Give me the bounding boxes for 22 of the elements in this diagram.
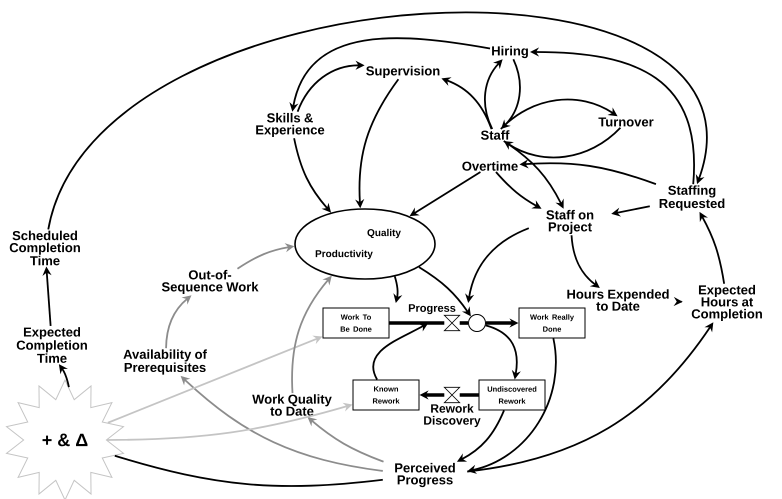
variable-label: Skills & Experience	[256, 112, 324, 138]
variable-label: Availability of Prerequisites	[123, 349, 207, 375]
flow-pipe	[460, 393, 478, 397]
variable-label: Staff on Project	[546, 210, 594, 234]
variable-label: Expected Hours at Completion	[692, 284, 762, 322]
link-line	[114, 454, 383, 487]
variable-label: Overtime	[462, 161, 518, 171]
variable-label: Expected Completion Time	[16, 327, 87, 363]
variable-label: Supervision	[366, 66, 440, 78]
flow-pipe	[460, 321, 468, 325]
variable-label: Out-of-Sequence Work	[162, 270, 259, 294]
variable-label: Turnover	[598, 117, 654, 127]
converter-circle	[468, 314, 486, 332]
variable-label: Hiring	[492, 46, 528, 58]
variable-label: Staff	[480, 130, 510, 140]
variable-label: Scheduled Completion Time	[10, 230, 80, 266]
oval-node: Quality Productivity	[294, 208, 436, 280]
flow-pipe	[390, 321, 444, 325]
variable-label: Staffing Requested	[660, 185, 724, 211]
variable-label: Perceived Progress	[395, 462, 455, 488]
variable-label: Work Quality to Date	[252, 394, 332, 416]
arrow	[47, 12, 706, 230]
